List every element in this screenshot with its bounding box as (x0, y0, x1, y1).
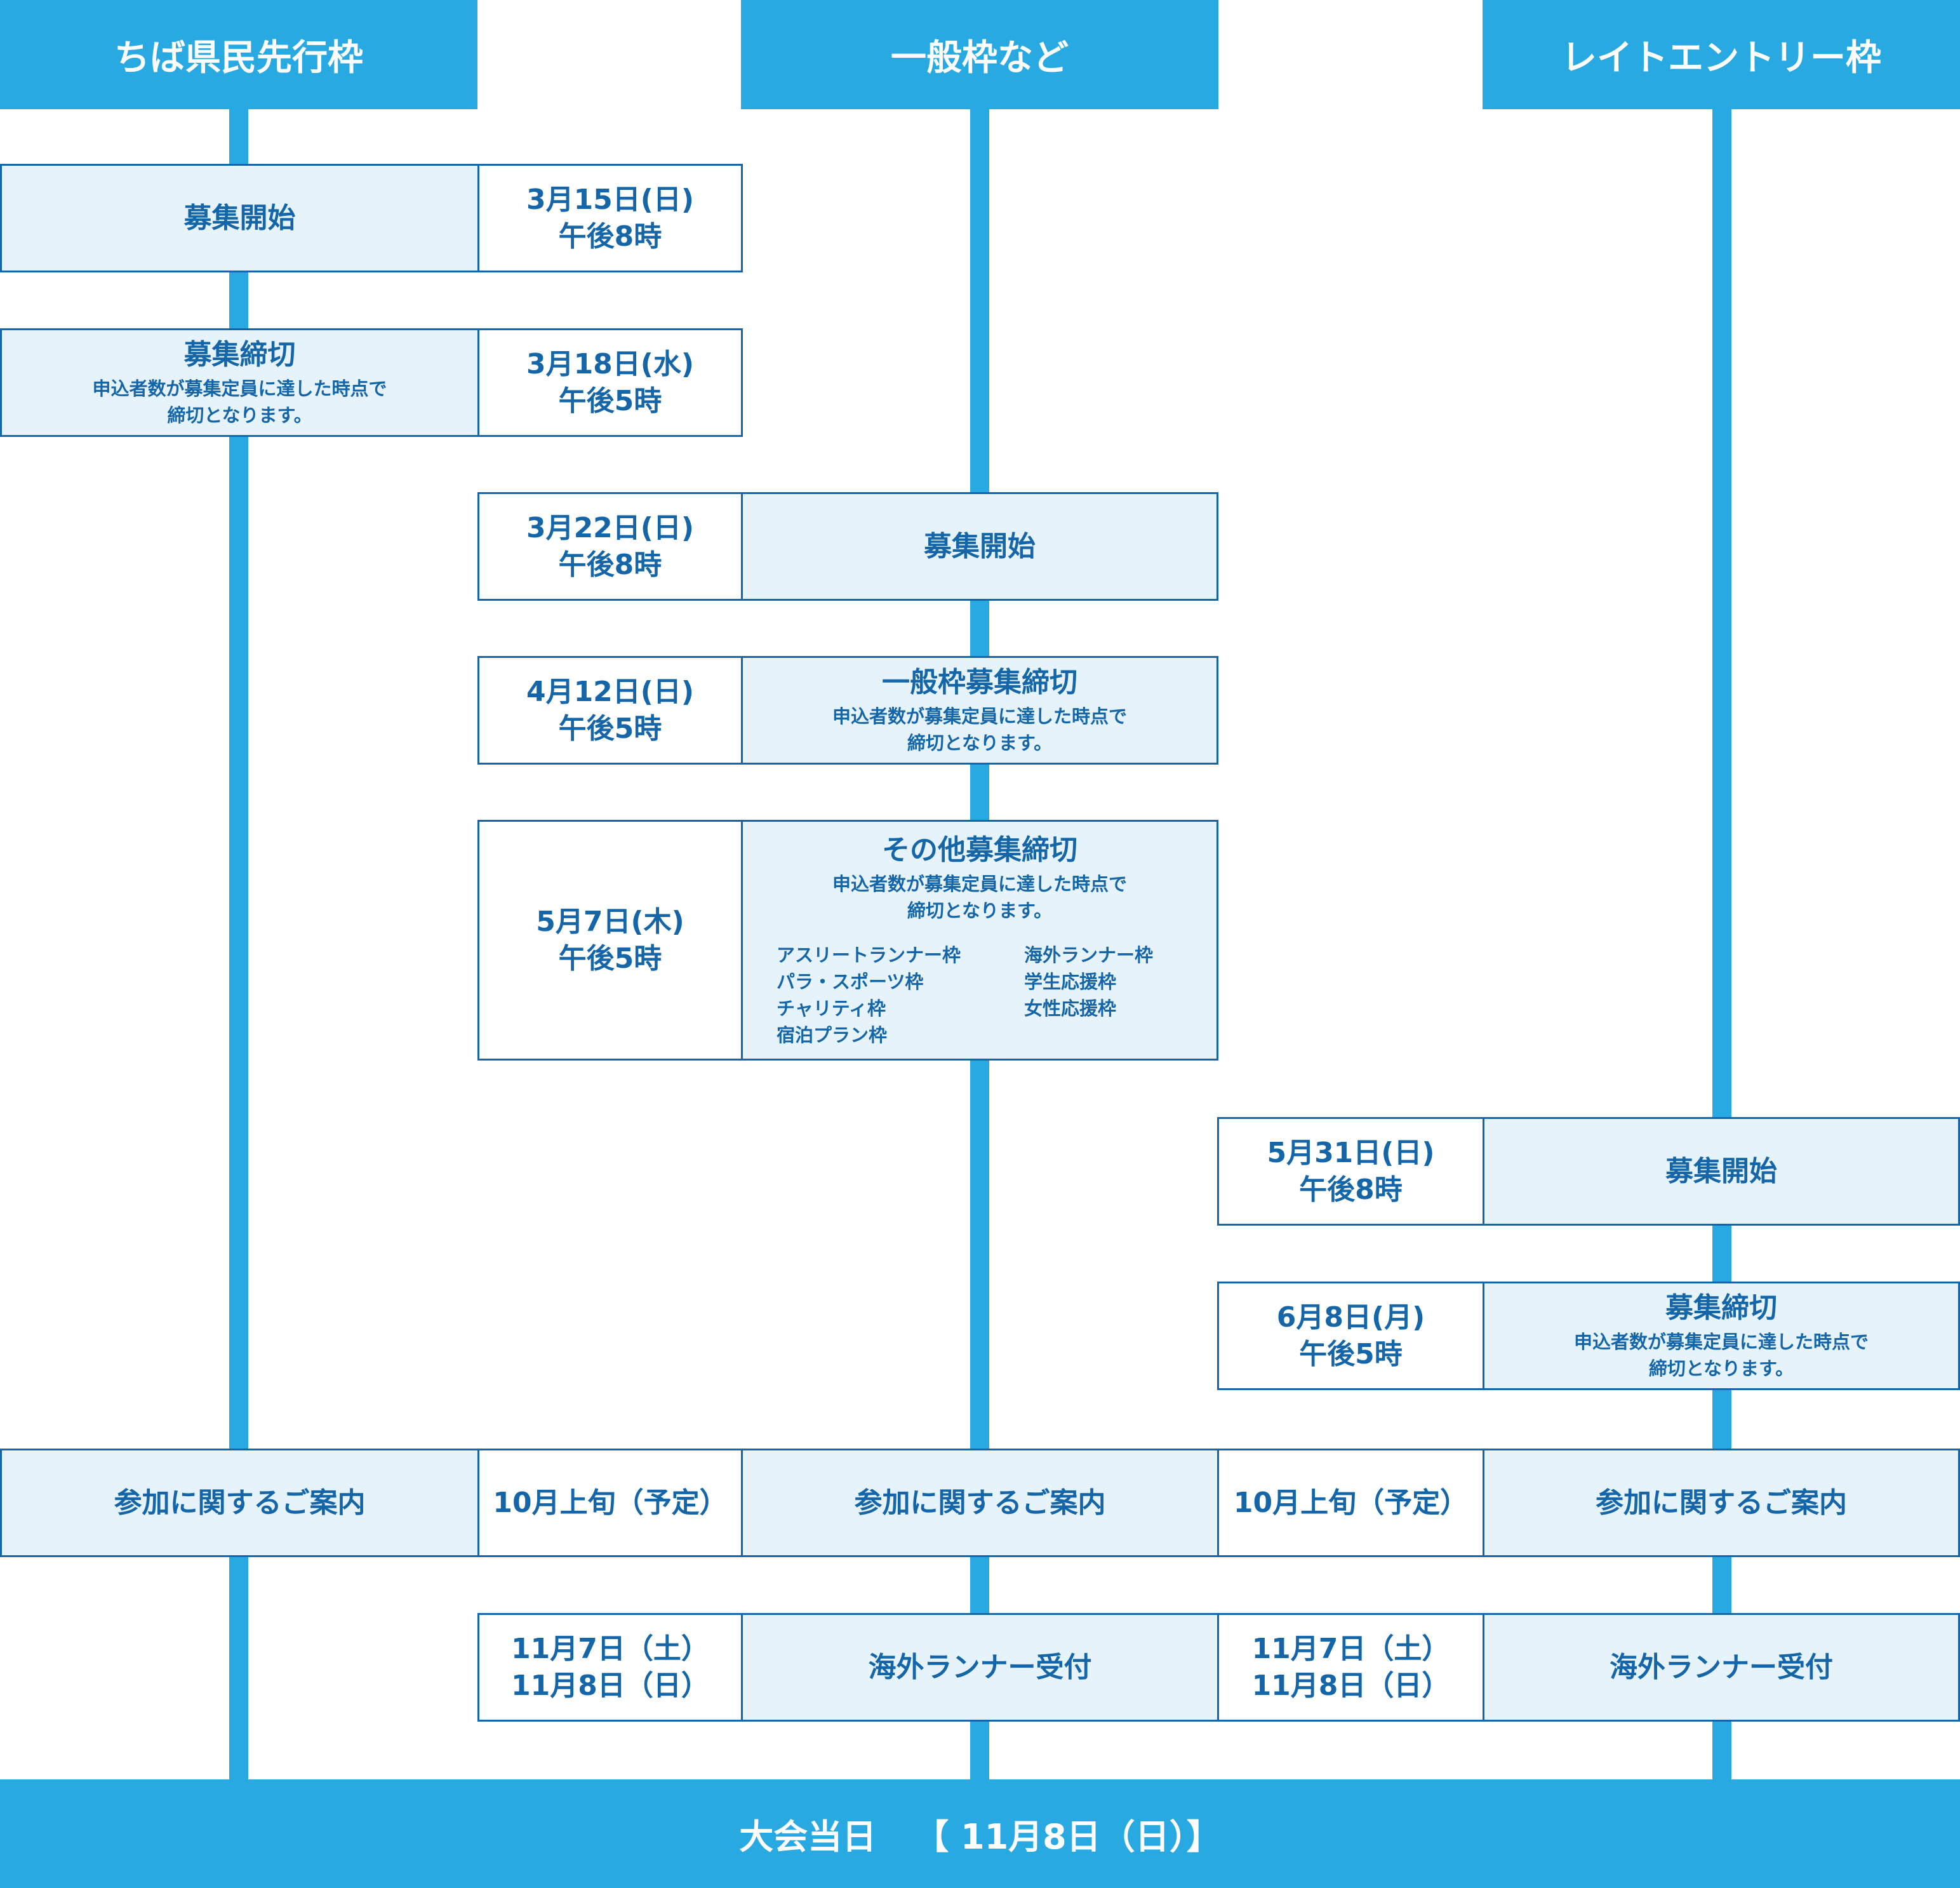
late-overseas-date: 11月7日（土） 11月8日（日） (1217, 1613, 1484, 1722)
deadline-note: 申込者数が募集定員に達した時点で 締切となります。 (92, 378, 387, 427)
category-item: パラ・スポーツ枠 (777, 971, 924, 993)
prefecture-open-label: 募集開始 (0, 164, 479, 272)
category-item: 海外ランナー枠 (1024, 944, 1154, 967)
late-close-date: 6月8日(月) 午後5時 (1217, 1282, 1484, 1390)
general-close-date: 4月12日(日) 午後5時 (477, 656, 743, 765)
general-open-label: 募集開始 (741, 492, 1218, 601)
deadline-note: 申込者数が募集定員に達した時点で 締切となります。 (1573, 1331, 1869, 1380)
general-guide-label: 参加に関するご案内 (741, 1449, 1219, 1557)
general-overseas-label: 海外ランナー受付 (741, 1613, 1219, 1722)
general-open-date: 3月22日(日) 午後8時 (477, 492, 743, 601)
prefecture-guide-date: 10月上旬（予定） (477, 1449, 743, 1557)
category-list-right: 海外ランナー枠 学生応援枠 女性応援枠 (1024, 942, 1183, 1048)
header-late: レイトエントリー枠 (1483, 0, 1960, 109)
late-overseas-label: 海外ランナー受付 (1483, 1613, 1960, 1722)
category-item: アスリートランナー枠 (777, 944, 961, 967)
general-close-label: 一般枠募集締切 申込者数が募集定員に達した時点で 締切となります。 (741, 656, 1218, 765)
late-close-label: 募集締切 申込者数が募集定員に達した時点で 締切となります。 (1483, 1282, 1960, 1390)
header-general: 一般枠など (741, 0, 1218, 109)
race-day-banner: 大会当日 【 11月8日（日）】 (0, 1779, 1960, 1888)
prefecture-close-label: 募集締切 申込者数が募集定員に達した時点で 締切となります。 (0, 328, 479, 437)
category-item: チャリティ枠 (777, 998, 886, 1020)
late-open-label: 募集開始 (1483, 1117, 1960, 1226)
category-list-left: アスリートランナー枠 パラ・スポーツ枠 チャリティ枠 宿泊プラン枠 (777, 942, 1024, 1048)
category-item: 学生応援枠 (1024, 971, 1117, 993)
prefecture-guide-label: 参加に関するご案内 (0, 1449, 479, 1557)
prefecture-close-date: 3月18日(水) 午後5時 (477, 328, 743, 437)
deadline-note: 申込者数が募集定員に達した時点で 締切となります。 (832, 873, 1127, 921)
late-open-date: 5月31日(日) 午後8時 (1217, 1117, 1484, 1226)
general-other-date: 5月7日(木) 午後5時 (477, 820, 743, 1061)
general-other-label: その他募集締切 申込者数が募集定員に達した時点で 締切となります。 アスリートラ… (741, 820, 1218, 1061)
category-list: アスリートランナー枠 パラ・スポーツ枠 チャリティ枠 宿泊プラン枠 海外ランナー… (777, 942, 1183, 1048)
category-item: 宿泊プラン枠 (777, 1024, 888, 1047)
general-overseas-date: 11月7日（土） 11月8日（日） (477, 1613, 743, 1722)
late-guide-label: 参加に関するご案内 (1483, 1449, 1960, 1557)
race-day-date: 【 11月8日（日）】 (914, 1817, 1221, 1857)
category-item: 女性応援枠 (1024, 998, 1117, 1020)
deadline-note: 申込者数が募集定員に達した時点で 締切となります。 (832, 706, 1127, 754)
header-prefecture: ちば県民先行枠 (0, 0, 477, 109)
prefecture-open-date: 3月15日(日) 午後8時 (477, 164, 743, 272)
race-day-label: 大会当日 (739, 1817, 877, 1857)
general-guide-date: 10月上旬（予定） (1217, 1449, 1484, 1557)
